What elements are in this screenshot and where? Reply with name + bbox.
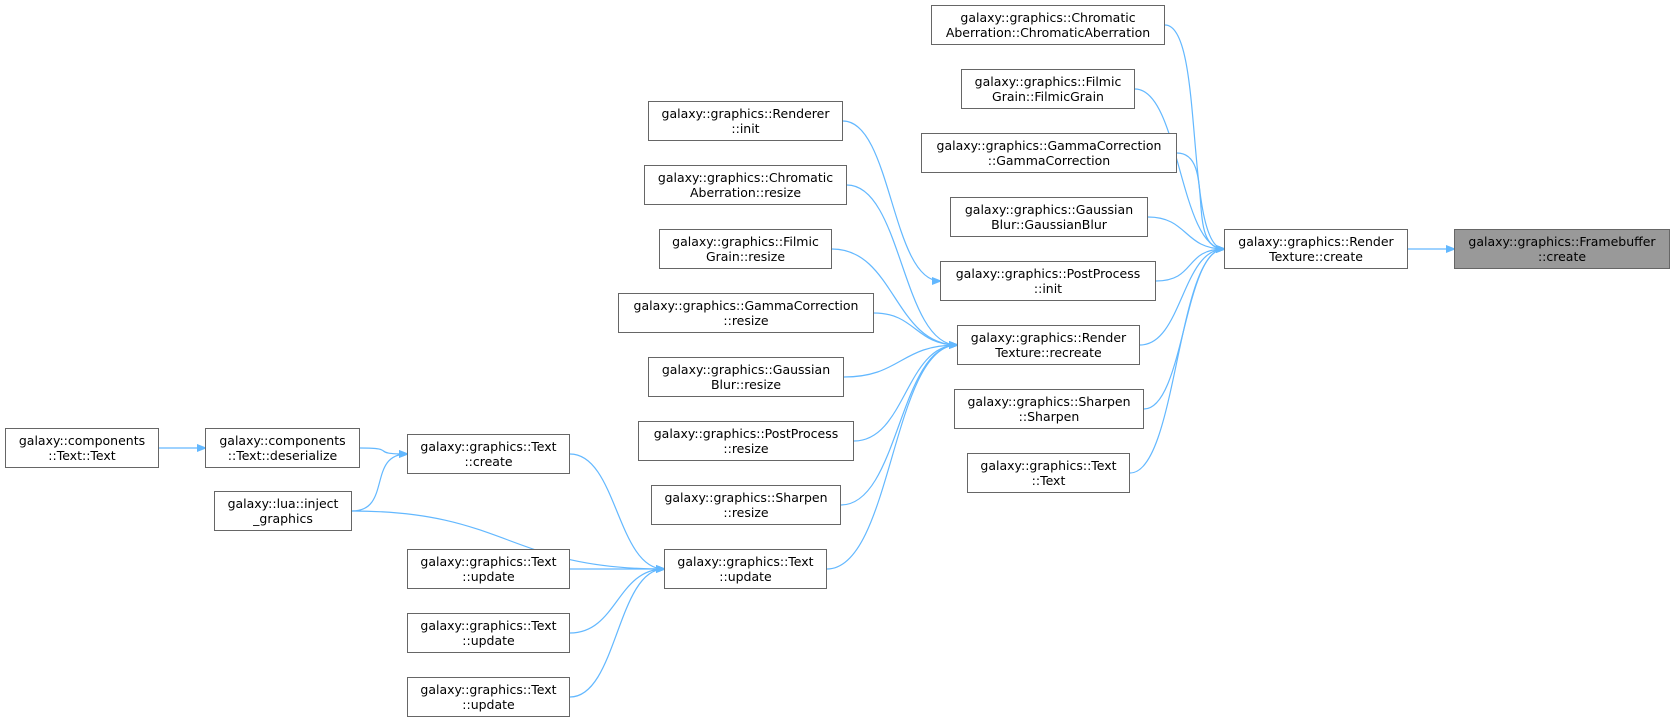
node-label-line2: ::init — [731, 121, 760, 136]
node-label-line1: galaxy::graphics::Sharpen — [664, 490, 828, 505]
node-label-line2: ::Text — [1031, 473, 1066, 488]
edge-lua_inject-to-text_update_main — [351, 510, 664, 569]
node-label-line2: ::update — [462, 697, 515, 712]
node-postprocess-resize[interactable]: galaxy::graphics::PostProcess ::resize — [638, 421, 854, 461]
node-label-line2: Aberration::resize — [689, 185, 802, 200]
node-label-line1: galaxy::lua::inject — [227, 496, 339, 511]
edge-text_update_c-to-text_update_main — [569, 569, 664, 698]
node-filmic-grain-ctor[interactable]: galaxy::graphics::Filmic Grain::FilmicGr… — [961, 69, 1135, 109]
edge-gamma_ctor-to-rendertexture_create — [1176, 152, 1224, 249]
edge-text_update_b-to-text_update_main — [569, 569, 664, 634]
node-chromatic-aberration-ctor[interactable]: galaxy::graphics::Chromatic Aberration::… — [931, 5, 1165, 45]
edge-text_ctor-to-rendertexture_create — [1129, 249, 1224, 474]
node-rendertexture-recreate[interactable]: galaxy::graphics::Render Texture::recrea… — [957, 325, 1140, 365]
node-label-line2: ::Text::deserialize — [227, 448, 338, 463]
node-label-line2: Texture::create — [1269, 249, 1363, 264]
node-lua-inject-graphics[interactable]: galaxy::lua::inject _graphics — [214, 491, 352, 531]
node-label-line2: Grain::FilmicGrain — [992, 89, 1104, 104]
node-label-line1: galaxy::graphics::Text — [980, 458, 1117, 473]
node-label-line2: Texture::recreate — [995, 345, 1102, 360]
node-renderer-init[interactable]: galaxy::graphics::Renderer ::init — [648, 101, 843, 141]
node-label-line1: galaxy::components — [18, 433, 146, 448]
node-label-line1: galaxy::graphics::Chromatic — [657, 170, 834, 185]
edge-chromatic_resize-to-rendertexture_recreate — [846, 184, 957, 345]
edge-renderer_init-to-postprocess_init — [842, 120, 940, 281]
node-label-line1: galaxy::graphics::Text — [420, 554, 557, 569]
node-text-update-main[interactable]: galaxy::graphics::Text ::update — [664, 549, 827, 589]
node-label-line2: Blur::GaussianBlur — [991, 217, 1107, 232]
node-label-line1: galaxy::graphics::Text — [420, 618, 557, 633]
edge-gaussian_ctor-to-rendertexture_create — [1147, 216, 1224, 249]
node-label-line2: ::update — [719, 569, 772, 584]
node-label-line2: ::init — [1033, 281, 1063, 296]
node-chromatic-aberration-resize[interactable]: galaxy::graphics::Chromatic Aberration::… — [644, 165, 847, 205]
node-postprocess-init[interactable]: galaxy::graphics::PostProcess ::init — [940, 261, 1156, 301]
node-text-update-b[interactable]: galaxy::graphics::Text ::update — [407, 613, 570, 653]
edge-gamma_resize-to-rendertexture_recreate — [873, 312, 957, 345]
node-sharpen-resize[interactable]: galaxy::graphics::Sharpen ::resize — [651, 485, 841, 525]
node-label-line1: galaxy::graphics::Framebuffer — [1468, 234, 1656, 249]
edge-postprocess_resize-to-rendertexture_recreate — [853, 345, 957, 442]
node-text-ctor[interactable]: galaxy::graphics::Text ::Text — [967, 453, 1130, 493]
node-label-line1: galaxy::graphics::Gaussian — [964, 202, 1134, 217]
node-label-line2: ::update — [462, 569, 515, 584]
node-framebuffer-create: galaxy::graphics::Framebuffer ::create — [1454, 229, 1670, 269]
node-label-line1: galaxy::graphics::Text — [420, 682, 557, 697]
node-label-line1: galaxy::graphics::Text — [420, 439, 557, 454]
node-label-line2: ::resize — [723, 441, 769, 456]
node-label-line1: galaxy::graphics::PostProcess — [653, 426, 839, 441]
node-label-line2: Grain::resize — [705, 249, 786, 264]
node-label-line1: galaxy::graphics::GammaCorrection — [936, 138, 1162, 153]
node-gaussian-blur-ctor[interactable]: galaxy::graphics::Gaussian Blur::Gaussia… — [950, 197, 1148, 237]
node-label-line2: ::create — [464, 454, 513, 469]
node-label-line1: galaxy::graphics::PostProcess — [955, 266, 1141, 281]
node-components-text-ctor[interactable]: galaxy::components ::Text::Text — [5, 428, 159, 468]
node-text-update-a[interactable]: galaxy::graphics::Text ::update — [407, 549, 570, 589]
node-label-line1: galaxy::components — [219, 433, 346, 448]
node-components-text-deserialize[interactable]: galaxy::components ::Text::deserialize — [205, 428, 360, 468]
edge-comp_text_deserialize-to-text_create — [359, 447, 407, 454]
node-sharpen-ctor[interactable]: galaxy::graphics::Sharpen ::Sharpen — [954, 389, 1144, 429]
node-label-line1: galaxy::graphics::Sharpen — [967, 394, 1131, 409]
node-label-line2: ::Sharpen — [1018, 409, 1080, 424]
node-label-line1: galaxy::graphics::Filmic — [672, 234, 819, 249]
node-label-line2: ::create — [1537, 249, 1587, 264]
node-label-line1: galaxy::graphics::Gaussian — [661, 362, 831, 377]
node-gamma-correction-resize[interactable]: galaxy::graphics::GammaCorrection ::resi… — [618, 293, 874, 333]
node-label-line1: galaxy::graphics::GammaCorrection — [633, 298, 859, 313]
node-label-line1: galaxy::graphics::Render — [970, 330, 1127, 345]
node-label-line1: galaxy::graphics::Filmic — [974, 74, 1122, 89]
edge-sharpen_resize-to-rendertexture_recreate — [840, 345, 957, 506]
node-label-line2: ::update — [462, 633, 515, 648]
edge-postprocess_init-to-rendertexture_create — [1155, 249, 1224, 282]
edge-rendertexture_recreate-to-rendertexture_create — [1139, 249, 1224, 346]
node-label-line2: ::Text::Text — [48, 448, 116, 463]
edge-filmic_resize-to-rendertexture_recreate — [831, 248, 957, 345]
node-gamma-correction-ctor[interactable]: galaxy::graphics::GammaCorrection ::Gamm… — [921, 133, 1177, 173]
node-gaussian-blur-resize[interactable]: galaxy::graphics::Gaussian Blur::resize — [648, 357, 844, 397]
node-rendertexture-create[interactable]: galaxy::graphics::Render Texture::create — [1224, 229, 1408, 269]
edge-text_update_main-to-rendertexture_recreate — [826, 345, 957, 570]
node-label-line1: galaxy::graphics::Renderer — [661, 106, 830, 121]
node-label-line2: Aberration::ChromaticAberration — [945, 25, 1151, 40]
node-label-line2: ::resize — [723, 313, 769, 328]
node-text-create[interactable]: galaxy::graphics::Text ::create — [407, 434, 570, 474]
edge-chromatic_ctor-to-rendertexture_create — [1164, 24, 1224, 249]
node-text-update-c[interactable]: galaxy::graphics::Text ::update — [407, 677, 570, 717]
node-label-line1: galaxy::graphics::Text — [677, 554, 814, 569]
node-filmic-grain-resize[interactable]: galaxy::graphics::Filmic Grain::resize — [659, 229, 832, 269]
node-label-line1: galaxy::graphics::Render — [1238, 234, 1394, 249]
edge-gaussian_resize-to-rendertexture_recreate — [843, 345, 957, 378]
edge-text_create-to-text_update_main — [569, 453, 664, 569]
node-label-line2: Blur::resize — [710, 377, 782, 392]
node-label-line2: ::GammaCorrection — [987, 153, 1111, 168]
edge-lua_inject-to-text_create — [351, 454, 407, 512]
node-label-line2: _graphics — [253, 511, 313, 526]
node-label-line2: ::resize — [723, 505, 769, 520]
node-label-line1: galaxy::graphics::Chromatic — [960, 10, 1136, 25]
